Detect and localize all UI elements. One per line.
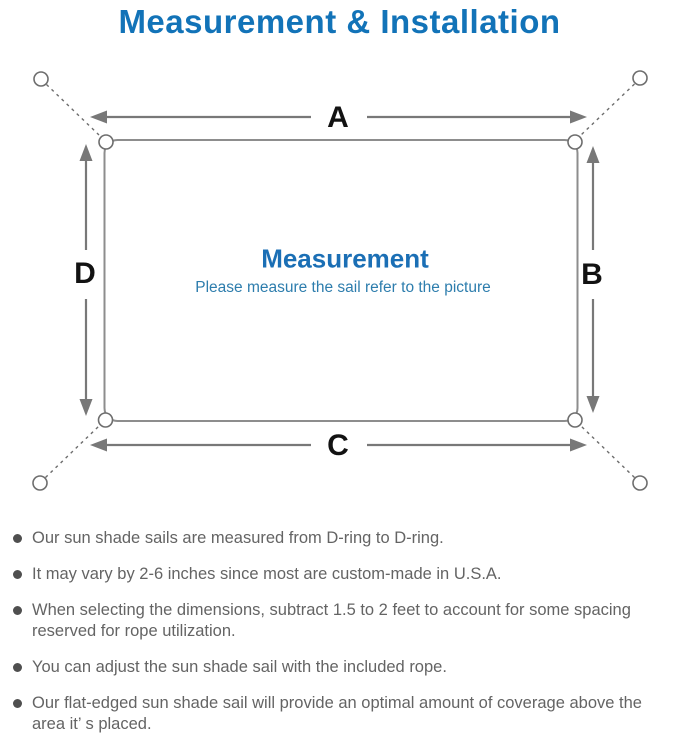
dimension-arrow-b xyxy=(586,146,600,413)
note-item: When selecting the dimensions, subtract … xyxy=(12,600,667,642)
sail-diagram-graphics xyxy=(32,70,648,491)
bullet-icon xyxy=(13,663,22,672)
bullet-icon xyxy=(13,534,22,543)
anchor-point-top-right-icon xyxy=(632,70,648,86)
note-text: Our flat-edged sun shade sail will provi… xyxy=(32,694,642,733)
dimension-label-c: C xyxy=(327,429,349,462)
note-item: Our sun shade sails are measured from D-… xyxy=(12,528,667,549)
dimension-label-b: B xyxy=(581,258,603,291)
bullet-icon xyxy=(13,570,22,579)
rope-line-bottom-left xyxy=(45,425,100,479)
rope-line-bottom-right xyxy=(580,425,635,479)
note-item: Our flat-edged sun shade sail will provi… xyxy=(12,693,667,735)
d-ring-top-left-icon xyxy=(98,134,114,150)
bullet-icon xyxy=(13,699,22,708)
anchor-point-top-left-icon xyxy=(33,71,49,87)
dimension-arrow-d xyxy=(79,144,93,416)
note-text: It may vary by 2-6 inches since most are… xyxy=(32,565,502,583)
note-text: Our sun shade sails are measured from D-… xyxy=(32,529,444,547)
page-title: Measurement & Installation xyxy=(118,3,561,40)
diagram-center-title: Measurement xyxy=(261,243,429,274)
measurement-diagram: A B C D Measurement Please measure the s… xyxy=(32,70,648,491)
notes-list: Our sun shade sails are measured from D-… xyxy=(12,528,667,739)
note-text: When selecting the dimensions, subtract … xyxy=(32,601,631,640)
d-ring-bottom-left-icon xyxy=(97,412,114,428)
diagram-center-subtitle: Please measure the sail refer to the pic… xyxy=(195,279,491,296)
rope-line-top-right xyxy=(580,83,635,136)
note-item: You can adjust the sun shade sail with t… xyxy=(12,657,667,678)
dimension-label-d: D xyxy=(74,257,96,290)
d-ring-bottom-right-icon xyxy=(567,412,583,428)
note-text: You can adjust the sun shade sail with t… xyxy=(32,658,447,676)
dimension-arrow-a xyxy=(90,110,587,124)
dimension-label-a: A xyxy=(327,101,349,134)
d-ring-top-right-icon xyxy=(567,134,583,150)
sail-outline xyxy=(103,139,579,422)
note-item: It may vary by 2-6 inches since most are… xyxy=(12,564,667,585)
dimension-arrow-c xyxy=(90,438,587,452)
anchor-point-bottom-right-icon xyxy=(632,475,648,491)
bullet-icon xyxy=(13,606,22,615)
anchor-point-bottom-left-icon xyxy=(32,475,48,491)
rope-line-top-left xyxy=(46,83,100,136)
